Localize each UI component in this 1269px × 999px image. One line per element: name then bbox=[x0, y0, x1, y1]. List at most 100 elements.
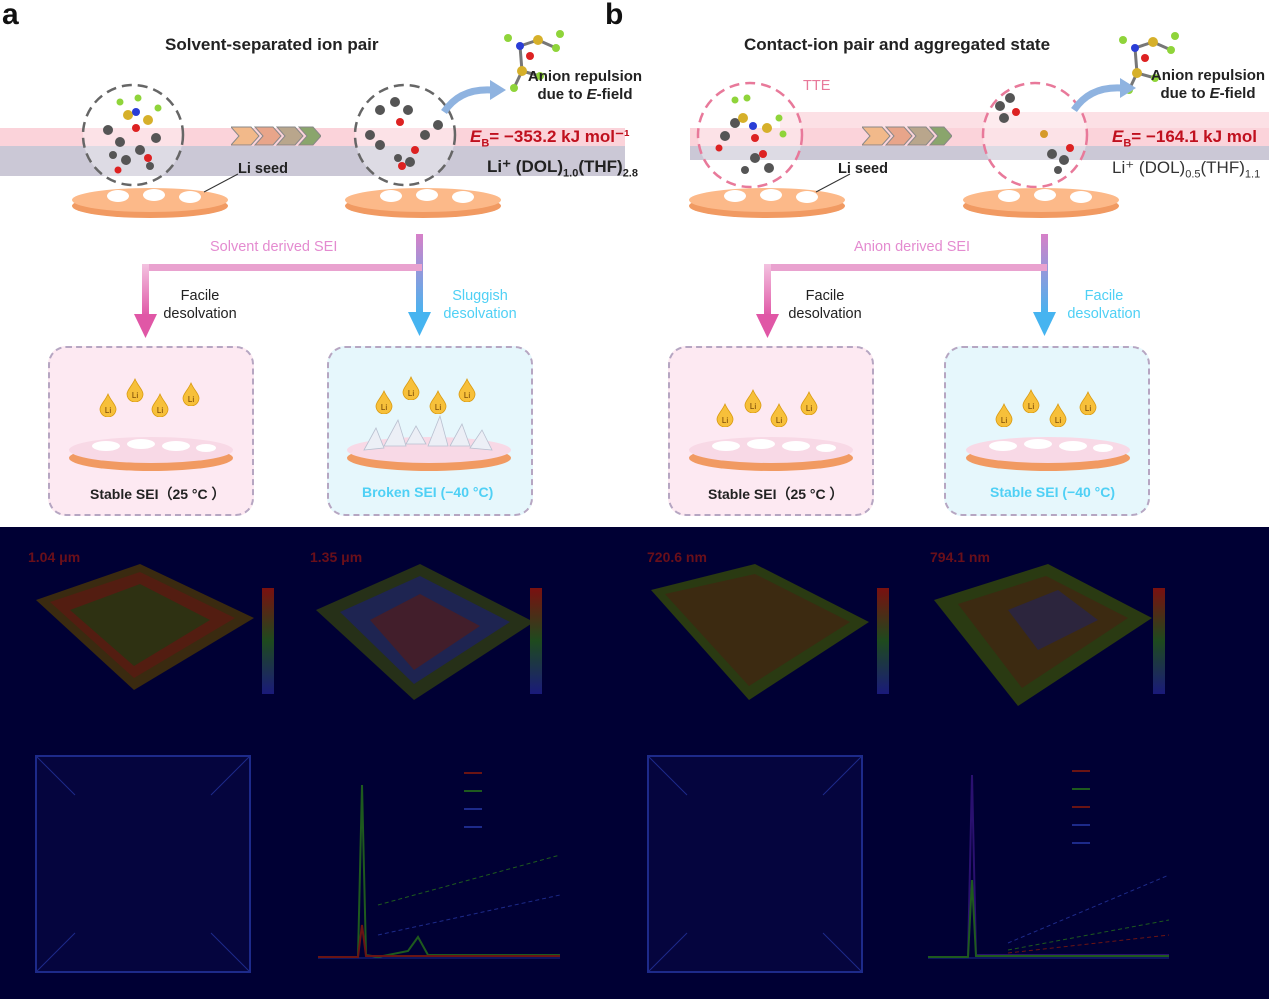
li-ion-drop: Li bbox=[429, 390, 447, 414]
panel-b-anion-molecule bbox=[1119, 32, 1179, 94]
li-ion-drop: Li bbox=[375, 390, 393, 414]
li-ion-drop: Li bbox=[151, 393, 169, 417]
panel-a-process-arrow bbox=[231, 126, 321, 146]
svg-text:Li: Li bbox=[722, 416, 728, 425]
panel-a-solvation-sphere-right bbox=[353, 83, 457, 187]
panel-a-stable-sei-label: Stable SEI（25 °C ） bbox=[90, 486, 226, 502]
svg-text:Li: Li bbox=[1028, 402, 1034, 411]
panel-a-li-seed-label: Li seed bbox=[238, 161, 288, 177]
panel-b-binding-energy: EB= −164.1 kJ mol bbox=[1112, 127, 1257, 150]
svg-text:Li: Li bbox=[105, 406, 111, 415]
li-ion-drop: Li bbox=[402, 376, 420, 400]
svg-text:Li: Li bbox=[1085, 404, 1091, 413]
svg-text:Li: Li bbox=[1001, 416, 1007, 425]
li-ion-drop: Li bbox=[1022, 389, 1040, 413]
panel-b-li-seed-pointer bbox=[815, 173, 851, 193]
panel-b-solvation-sphere-right bbox=[981, 81, 1089, 189]
afm-colorbar-4 bbox=[1153, 588, 1165, 694]
svg-text:Li: Li bbox=[750, 402, 756, 411]
afm-2d-map-1 bbox=[35, 755, 251, 973]
panel-b-stable-sei-disc-left bbox=[689, 437, 853, 471]
panel-a-repulsion-arrow bbox=[441, 80, 506, 115]
li-ion-drop: Li bbox=[99, 393, 117, 417]
panel-a-broken-sei-label: Broken SEI (−40 °C) bbox=[362, 484, 494, 500]
panel-b-solvation-formula: Li⁺ (DOL)0.5(THF)1.1 bbox=[1112, 158, 1261, 181]
anion-repulsion-label: Anion repulsion bbox=[1150, 67, 1266, 84]
li-ion-drop: Li bbox=[182, 382, 200, 406]
e-field-label: due to E-field bbox=[537, 86, 633, 103]
panel-b-repulsion-arrow bbox=[1071, 78, 1136, 113]
afm-distribution-plot-1 bbox=[318, 772, 560, 959]
panel-b-li-seed-label: Li seed bbox=[838, 161, 888, 177]
panel-b-anion-repulsion-text: Anion repulsion due to E-field bbox=[1148, 67, 1268, 103]
li-ion-drop: Li bbox=[126, 378, 144, 402]
panel-a-formula-band bbox=[0, 146, 625, 176]
panel-b-li-seed-disc-right bbox=[963, 188, 1119, 218]
svg-text:Li: Li bbox=[1055, 416, 1061, 425]
svg-text:Li: Li bbox=[132, 391, 138, 400]
li-ion-drop: Li bbox=[1079, 391, 1097, 415]
afm-height-label-1: 1.04 μm bbox=[28, 549, 81, 565]
afm-surface-2 bbox=[316, 564, 534, 700]
li-ion-drop: Li bbox=[995, 403, 1013, 427]
afm-surface-3 bbox=[651, 564, 869, 700]
panel-a-branch-arrows bbox=[134, 234, 431, 338]
panel-a-broken-sei-disc bbox=[347, 414, 511, 471]
svg-text:Li: Li bbox=[157, 406, 163, 415]
svg-text:Li: Li bbox=[381, 403, 387, 412]
panel-a-solvation-sphere-left bbox=[81, 83, 185, 187]
panel-a-li-seed-disc-left bbox=[72, 188, 228, 218]
svg-text:Li: Li bbox=[464, 391, 470, 400]
panel-a-anion-molecule bbox=[504, 30, 564, 92]
panel-b-eb-band-main bbox=[690, 128, 1269, 146]
svg-text:Li: Li bbox=[188, 395, 194, 404]
panel-b-stable-sei-disc-right bbox=[966, 437, 1130, 471]
panel-b-solvation-sphere-left bbox=[696, 81, 804, 189]
panel-a-branch-label: Solvent derived SEI bbox=[210, 239, 338, 255]
afm-2d-map-2 bbox=[647, 755, 863, 973]
panel-b-left-desolvation: Facile desolvation bbox=[788, 288, 862, 322]
panel-a-broken-sei-box bbox=[327, 346, 533, 516]
li-ion-drop: Li bbox=[744, 389, 762, 413]
panel-a-label: a bbox=[2, 0, 19, 31]
panel-a-stable-sei-disc bbox=[69, 437, 233, 471]
afm-surface-4 bbox=[934, 564, 1152, 706]
afm-surface-1 bbox=[36, 564, 254, 690]
panel-b-title: Contact-ion pair and aggregated state bbox=[744, 35, 1051, 54]
afm-colorbar-1 bbox=[262, 588, 274, 694]
panel-b-stable-sei-label-left: Stable SEI（25 °C ） bbox=[708, 486, 844, 502]
svg-text:Li: Li bbox=[435, 403, 441, 412]
panel-a-stable-sei-box bbox=[48, 346, 254, 516]
afm-height-label-2: 1.35 μm bbox=[310, 549, 363, 565]
panel-b-process-arrow bbox=[862, 126, 952, 146]
panel-b-stable-sei-box-left bbox=[668, 346, 874, 516]
panel-a-binding-energy: EB= −353.2 kJ mol⁻¹ bbox=[470, 127, 630, 150]
panel-a-right-desolvation: Sluggish desolvation bbox=[443, 288, 517, 322]
panel-b-formula-band bbox=[690, 146, 1269, 160]
panel-a-anion-repulsion-text: Anion repulsion due to E-field bbox=[525, 68, 645, 104]
panel-a-li-seed-pointer bbox=[203, 173, 239, 193]
anion-repulsion-label: Anion repulsion bbox=[527, 68, 643, 85]
panel-a-left-desolvation: Facile desolvation bbox=[163, 288, 237, 322]
panel-b-branch-arrows bbox=[756, 234, 1056, 338]
li-ion-drop: Li bbox=[458, 378, 476, 402]
afm-colorbar-3 bbox=[877, 588, 889, 694]
panel-b-li-seed-disc-left bbox=[689, 188, 845, 218]
afm-colorbar-2 bbox=[530, 588, 542, 694]
panel-b-right-desolvation: Facile desolvation bbox=[1067, 288, 1141, 322]
panel-a-li-seed-disc-right bbox=[345, 188, 501, 218]
panel-b-branch-label: Anion derived SEI bbox=[854, 239, 971, 255]
svg-text:Li: Li bbox=[806, 404, 812, 413]
li-ion-drop: Li bbox=[716, 403, 734, 427]
li-ion-drop: Li bbox=[770, 403, 788, 427]
svg-text:Li: Li bbox=[408, 389, 414, 398]
svg-text:Li: Li bbox=[776, 416, 782, 425]
li-ion-drop: Li bbox=[1049, 403, 1067, 427]
panel-b-tte-label: TTE bbox=[803, 78, 831, 94]
panel-a-title: Solvent-separated ion pair bbox=[165, 35, 379, 54]
afm-height-label-4: 794.1 nm bbox=[930, 549, 990, 565]
e-field-label: due to E-field bbox=[1160, 85, 1256, 102]
panel-b-stable-sei-label-right: Stable SEI (−40 °C) bbox=[990, 484, 1116, 500]
panel-b-stable-sei-box-right bbox=[944, 346, 1150, 516]
panel-b-label: b bbox=[605, 0, 624, 31]
